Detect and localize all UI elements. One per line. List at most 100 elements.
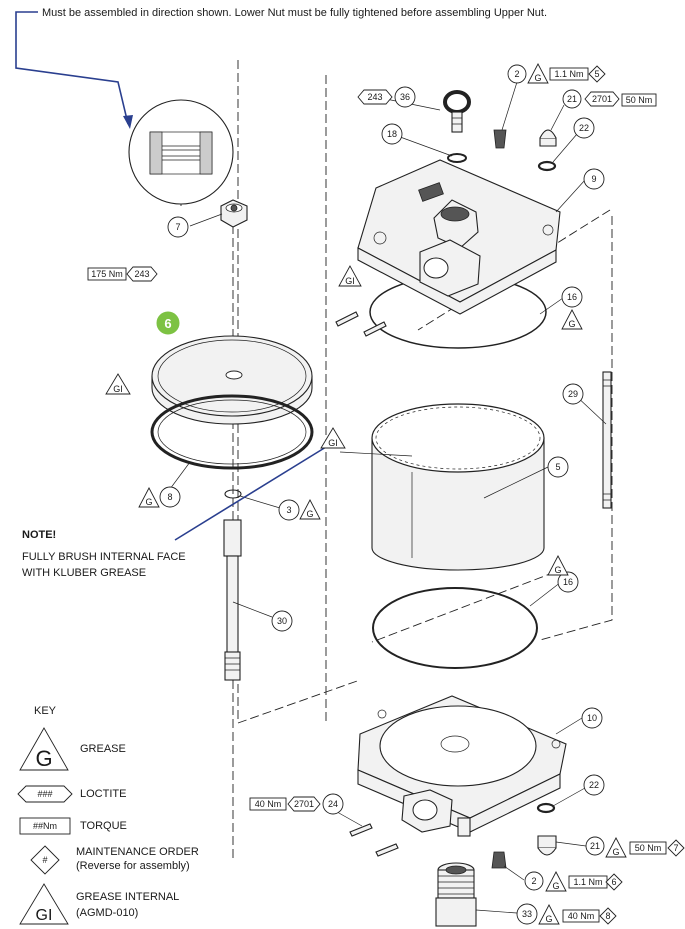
pin-24-a xyxy=(349,823,373,837)
svg-text:36: 36 xyxy=(400,92,410,102)
svg-text:G: G xyxy=(612,847,619,857)
svg-text:40 Nm: 40 Nm xyxy=(255,799,282,809)
leader-3 xyxy=(239,495,281,509)
leader-21-top xyxy=(550,104,565,131)
legend-order-line-1: MAINTENANCE ORDER xyxy=(76,846,199,858)
legend-order-glyph: # xyxy=(42,855,47,865)
leader-10 xyxy=(555,717,583,735)
leader-22-top xyxy=(552,133,578,163)
leader-30 xyxy=(232,601,273,618)
fitting-33 xyxy=(435,862,477,927)
loctite-243-top: 243 xyxy=(357,89,393,105)
svg-text:G: G xyxy=(145,497,152,507)
svg-text:GI: GI xyxy=(328,438,338,448)
leader-36 xyxy=(385,98,441,111)
svg-text:1.1 Nm: 1.1 Nm xyxy=(554,69,583,79)
bubble-7: 7 xyxy=(167,216,189,238)
washer-18 xyxy=(447,153,467,163)
bubble-29: 29 xyxy=(562,383,584,405)
bubble-36: 36 xyxy=(394,86,416,108)
header-note: Must be assembled in direction shown. Lo… xyxy=(42,7,547,19)
bubble-10: 10 xyxy=(581,707,603,729)
svg-text:1.1 Nm: 1.1 Nm xyxy=(573,877,602,887)
tie-rod-29 xyxy=(602,371,612,509)
bubble-6: 6 xyxy=(156,311,180,335)
legend-gi-glyph: GI xyxy=(36,907,53,924)
legend-gi-line-1: GREASE INTERNAL xyxy=(76,891,179,903)
leader-2-bottom xyxy=(503,865,525,881)
bubble-16-upper: 16 xyxy=(561,286,583,308)
svg-text:7: 7 xyxy=(673,843,678,853)
bubble-18: 18 xyxy=(381,123,403,145)
legend-grease-symbol xyxy=(19,727,69,771)
gi-symbol-disc: GI xyxy=(105,373,131,395)
svg-text:G: G xyxy=(554,565,561,575)
leader-16-upper xyxy=(539,297,564,315)
svg-text:3: 3 xyxy=(286,505,291,515)
legend-torque-symbol xyxy=(19,817,71,835)
bubble-5: 5 xyxy=(547,456,569,478)
svg-text:9: 9 xyxy=(591,174,596,184)
grease-symbol-2-bottom: G xyxy=(545,871,567,892)
gi-leader-cylinder xyxy=(339,451,413,457)
svg-text:G: G xyxy=(552,881,559,891)
detail-arrowhead xyxy=(123,115,133,129)
leader-8 xyxy=(169,461,191,490)
grease-symbol-8: G xyxy=(138,487,160,508)
grease-nipple-2-top xyxy=(493,129,507,149)
svg-text:16: 16 xyxy=(563,577,573,587)
svg-text:243: 243 xyxy=(134,269,149,279)
pin-24-b xyxy=(375,843,399,857)
svg-text:G: G xyxy=(545,914,552,924)
base-10 xyxy=(357,695,567,837)
legend-loctite-symbol xyxy=(17,785,73,803)
svg-text:175 Nm: 175 Nm xyxy=(91,269,123,279)
svg-text:50 Nm: 50 Nm xyxy=(626,95,653,105)
torque-175: 175 Nm xyxy=(87,267,127,281)
leader-5 xyxy=(483,466,549,499)
gi-symbol-cap: GI xyxy=(338,265,362,287)
seal-ring-8 xyxy=(150,394,314,470)
legend-grease-letter: G xyxy=(35,746,52,771)
svg-text:GI: GI xyxy=(345,276,355,286)
svg-text:50 Nm: 50 Nm xyxy=(635,843,662,853)
legend-torque-label: TORQUE xyxy=(80,820,127,832)
grease-symbol-3: G xyxy=(299,499,321,520)
leader-18 xyxy=(391,133,453,157)
svg-text:33: 33 xyxy=(522,909,532,919)
note-title: NOTE! xyxy=(22,529,56,541)
link-bottom-left xyxy=(237,679,361,724)
svg-text:8: 8 xyxy=(167,492,172,502)
svg-text:21: 21 xyxy=(590,841,600,851)
link-right xyxy=(371,209,613,643)
nut-7 xyxy=(220,199,248,228)
order-8: 8 xyxy=(599,907,617,925)
svg-text:8: 8 xyxy=(605,911,610,921)
washer-22-top xyxy=(537,160,557,172)
legend-gi-symbol xyxy=(19,883,69,925)
leader-21-bottom xyxy=(555,841,587,847)
torque-50-bottom: 50 Nm xyxy=(629,841,667,855)
legend: KEY G GREASE ### LOCTITE ##Nm TORQUE # M… xyxy=(17,705,199,925)
washer-22-bottom xyxy=(536,802,556,814)
bubble-30: 30 xyxy=(271,610,293,632)
bubble-22-bottom: 22 xyxy=(583,774,605,796)
torque-1-1-bottom: 1.1 Nm xyxy=(568,875,608,889)
legend-order-line-2: (Reverse for assembly) xyxy=(76,860,190,872)
svg-text:30: 30 xyxy=(277,616,287,626)
svg-text:G: G xyxy=(306,509,313,519)
order-5: 5 xyxy=(588,65,606,83)
svg-text:5: 5 xyxy=(555,462,560,472)
detail-view-nut xyxy=(128,99,234,206)
grease-symbol-2-top: G xyxy=(527,63,549,84)
svg-text:2: 2 xyxy=(531,876,536,886)
note-line-1: FULLY BRUSH INTERNAL FACE xyxy=(22,551,186,563)
bubble-21-top: 21 xyxy=(562,89,582,109)
svg-text:G: G xyxy=(534,73,541,83)
legend-order-symbol xyxy=(30,845,60,875)
svg-text:22: 22 xyxy=(579,123,589,133)
bubble-3: 3 xyxy=(278,499,300,521)
loctite-243-mid: 243 xyxy=(126,266,158,282)
